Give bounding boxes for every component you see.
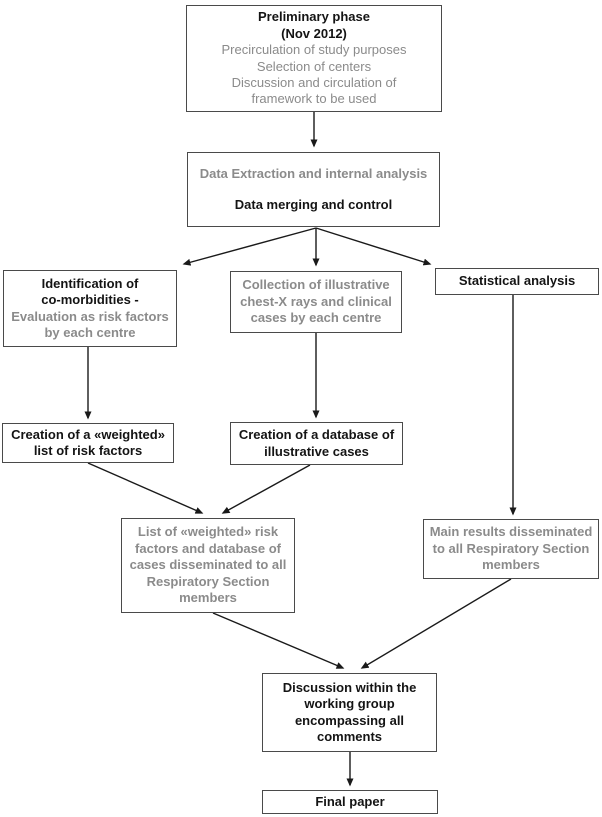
node-final-paper: Final paper — [262, 790, 438, 814]
node-line: Respiratory Section — [146, 573, 270, 589]
node-collection-chest-x-rays: Collection of illustrative chest-X rays … — [230, 271, 402, 333]
node-statistical-analysis: Statistical analysis — [435, 268, 599, 295]
node-line: members — [482, 557, 540, 573]
node-illustrative-cases-database: Creation of a database of illustrative c… — [230, 422, 403, 465]
node-data-extraction: Data Extraction and internal analysis Da… — [187, 152, 440, 227]
node-line: Identification of — [41, 275, 139, 291]
node-discussion-working-group: Discussion within the working group enco… — [262, 673, 437, 752]
node-line: Evaluation as risk factors — [11, 308, 169, 324]
node-line: by each centre — [44, 324, 136, 340]
node-line: illustrative cases — [264, 443, 369, 459]
arrow-extraction-to-statistical — [315, 227, 432, 266]
node-line: to all Respiratory Section — [432, 540, 590, 556]
arrow-database-to-dissemination — [221, 464, 311, 514]
node-line: Precirculation of study purposes — [221, 42, 407, 58]
node-line: Collection of illustrative — [242, 277, 390, 293]
node-line: encompassing all — [294, 712, 405, 728]
node-line: Creation of a «weighted» — [11, 426, 165, 442]
node-line: Creation of a database of — [238, 427, 395, 443]
node-line: cases disseminated to all — [129, 557, 287, 573]
node-line: Discussion within the — [282, 679, 417, 695]
node-identification-comorbidities: Identification of co-morbidities - Evalu… — [3, 270, 177, 347]
node-line: Selection of centers — [256, 58, 372, 74]
node-list-dissemination: List of «weighted» risk factors and data… — [121, 518, 295, 613]
node-line: Statistical analysis — [458, 273, 576, 289]
node-line: Data Extraction and internal analysis — [199, 165, 428, 181]
node-main-results-dissemination: Main results disseminated to all Respira… — [423, 519, 599, 579]
node-line: working group — [304, 696, 395, 712]
arrow-extraction-to-identification — [182, 227, 317, 266]
node-line: co-morbidities - — [41, 292, 139, 308]
node-preliminary-phase: Preliminary phase (Nov 2012) Precirculat… — [186, 5, 442, 112]
node-line: Data merging and control — [234, 197, 393, 212]
node-line: framework to be used — [251, 91, 377, 107]
node-line: (Nov 2012) — [281, 25, 347, 41]
node-line: Discussion and circulation of — [231, 74, 397, 90]
node-line: Preliminary phase — [258, 9, 370, 25]
node-line: Final paper — [315, 793, 385, 809]
node-weighted-risk-list: Creation of a «weighted» list of risk fa… — [2, 423, 174, 463]
arrow-dissemination-to-discussion — [212, 612, 345, 669]
node-line: list of risk factors — [33, 443, 143, 458]
node-line: comments — [316, 728, 383, 744]
node-line: List of «weighted» risk — [137, 524, 279, 540]
arrow-main-results-to-discussion — [360, 578, 512, 669]
arrow-weighted-list-to-dissemination — [87, 462, 204, 514]
node-line: factors and database of — [135, 540, 281, 556]
node-line: chest-X rays and clinical — [240, 293, 392, 309]
node-line: Main results disseminated — [429, 524, 593, 540]
node-line: members — [179, 590, 237, 606]
node-line: cases by each centre — [250, 310, 382, 326]
